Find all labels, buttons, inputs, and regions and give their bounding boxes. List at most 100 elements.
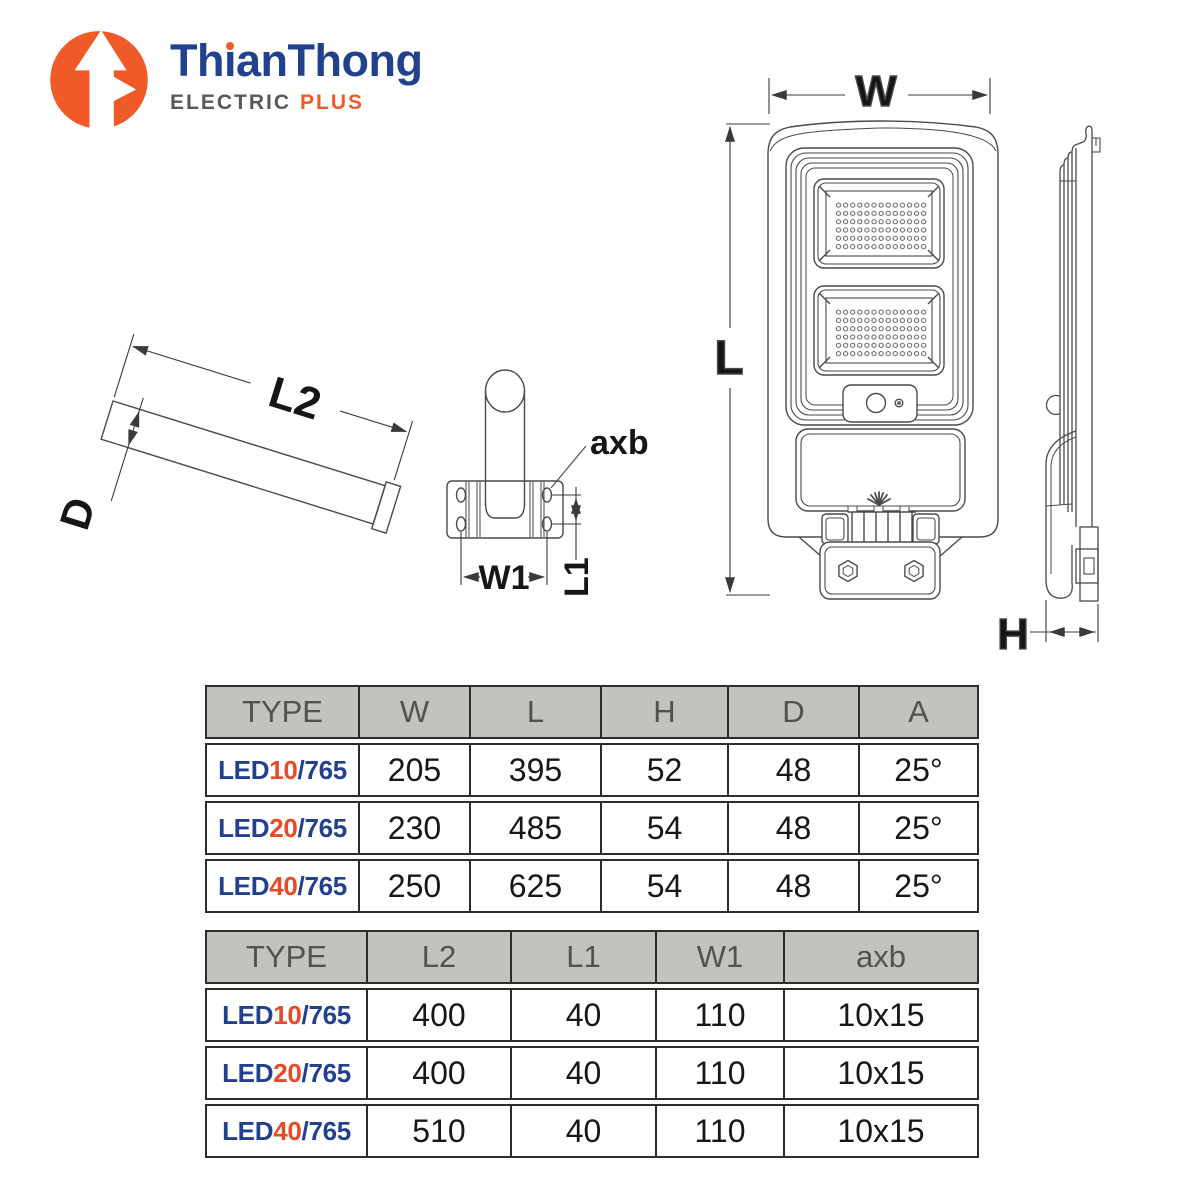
- value-cell: 54: [602, 859, 729, 913]
- led-dot-grid: [835, 308, 928, 358]
- col-header-axb: axb: [785, 930, 979, 984]
- value-cell: 400: [368, 1046, 512, 1100]
- col-header-h: H: [602, 685, 729, 739]
- technical-drawings: L2 D: [50, 66, 1101, 660]
- side-battery-profile: [1045, 430, 1077, 599]
- value-cell: 110: [657, 1046, 785, 1100]
- hex-bolt: [904, 559, 924, 583]
- dim-l2: [113, 334, 414, 481]
- brand-part-2: anThong: [236, 35, 423, 86]
- value-cell: 250: [360, 859, 471, 913]
- table-row-led20: LED20/765 230 485 54 48 25°: [205, 801, 979, 855]
- value-cell: 25°: [860, 859, 979, 913]
- brand-subtitle: ELECTRIC PLUS: [170, 92, 422, 113]
- table-row-led10: LED10/765 400 40 110 10x15: [205, 988, 979, 1042]
- value-cell: 10x15: [785, 1104, 979, 1158]
- battery-compartment: [795, 428, 966, 513]
- indicator-light: [894, 398, 904, 408]
- value-cell: 48: [729, 743, 860, 797]
- dim-d: [110, 397, 144, 502]
- led-dot-grid: [835, 201, 928, 251]
- table-row-led20: LED20/765 400 40 110 10x15: [205, 1046, 979, 1100]
- value-cell: 25°: [860, 801, 979, 855]
- table-row-led10: LED10/765 205 395 52 48 25°: [205, 743, 979, 797]
- motion-sensor: [865, 392, 887, 414]
- dim-l1: [552, 487, 581, 560]
- sensor-panel: [842, 384, 918, 423]
- col-header-w: W: [360, 685, 471, 739]
- hex-bolt: [838, 559, 858, 583]
- pole-bracket: [798, 511, 963, 600]
- value-cell: 110: [657, 988, 785, 1042]
- col-header-l: L: [471, 685, 602, 739]
- spec-table-bracket-dimensions: TYPE L2 L1 W1 axb LED10/765 400 40 110 1…: [205, 926, 979, 1162]
- dim-w1: [460, 532, 548, 585]
- bolt-hole: [455, 487, 467, 503]
- subtitle-electric: ELECTRIC: [170, 91, 291, 114]
- dim-label-w: W: [855, 67, 897, 116]
- brand-part-i: ı: [223, 35, 237, 86]
- type-cell: LED20/765: [205, 1046, 368, 1100]
- arm-end-cap: [370, 481, 402, 535]
- side-top-profile: [1059, 125, 1093, 173]
- col-header-a: A: [860, 685, 979, 739]
- dim-label-h: H: [997, 610, 1029, 659]
- value-cell: 40: [512, 988, 657, 1042]
- dim-label-axb: axb: [590, 424, 649, 462]
- company-logo: ThıanThong ELECTRIC PLUS: [46, 24, 423, 138]
- bolt-hole: [541, 487, 553, 503]
- col-header-type: TYPE: [205, 930, 368, 984]
- sun-icon: [867, 491, 891, 506]
- table-header-row: TYPE L2 L1 W1 axb: [205, 930, 979, 984]
- bracket-plate: [446, 480, 564, 539]
- col-header-l2: L2: [368, 930, 512, 984]
- table-header-row: TYPE W L H D A: [205, 685, 979, 739]
- bracket-tube-bottom: [484, 502, 526, 519]
- value-cell: 400: [368, 988, 512, 1042]
- col-header-w1: W1: [657, 930, 785, 984]
- side-top-clip: [1092, 137, 1101, 153]
- value-cell: 10x15: [785, 1046, 979, 1100]
- value-cell: 10x15: [785, 988, 979, 1042]
- value-cell: 510: [368, 1104, 512, 1158]
- col-header-type: TYPE: [205, 685, 360, 739]
- value-cell: 54: [602, 801, 729, 855]
- dim-label-l1: L1: [558, 557, 596, 597]
- value-cell: 625: [471, 859, 602, 913]
- side-view-drawing: H: [996, 125, 1101, 660]
- type-cell: LED20/765: [205, 801, 360, 855]
- dim-label-l2: L2: [263, 367, 327, 429]
- lamp-body: [767, 120, 999, 538]
- arm-tube: [100, 400, 386, 525]
- col-header-d: D: [729, 685, 860, 739]
- dim-h: [1030, 600, 1099, 642]
- brand-name: ThıanThong: [170, 35, 423, 86]
- side-bracket: [1079, 526, 1099, 602]
- dim-label-d: D: [50, 492, 104, 535]
- type-cell: LED10/765: [205, 988, 368, 1042]
- front-view-drawing: W L: [714, 66, 999, 600]
- table-row-led40: LED40/765 250 625 54 48 25°: [205, 859, 979, 913]
- dim-label-w1: W1: [479, 559, 530, 597]
- value-cell: 485: [471, 801, 602, 855]
- value-cell: 48: [729, 801, 860, 855]
- value-cell: 25°: [860, 743, 979, 797]
- value-cell: 395: [471, 743, 602, 797]
- led-module-1: [813, 178, 945, 269]
- value-cell: 52: [602, 743, 729, 797]
- dim-w: [768, 78, 991, 114]
- bolt-hole: [541, 516, 553, 532]
- value-cell: 110: [657, 1104, 785, 1158]
- value-cell: 40: [512, 1046, 657, 1100]
- logo-arrow-icon: [50, 30, 148, 136]
- subtitle-plus: PLUS: [300, 91, 365, 114]
- mounting-bracket-drawing: axb W1 L1: [446, 369, 649, 597]
- dim-label-l: L: [714, 332, 743, 385]
- type-cell: LED10/765: [205, 743, 360, 797]
- axb-leader-line: [550, 445, 587, 489]
- value-cell: 48: [729, 859, 860, 913]
- brand-part-1: Th: [170, 35, 224, 86]
- logo-text: ThıanThong ELECTRIC PLUS: [170, 24, 423, 113]
- col-header-l1: L1: [512, 930, 657, 984]
